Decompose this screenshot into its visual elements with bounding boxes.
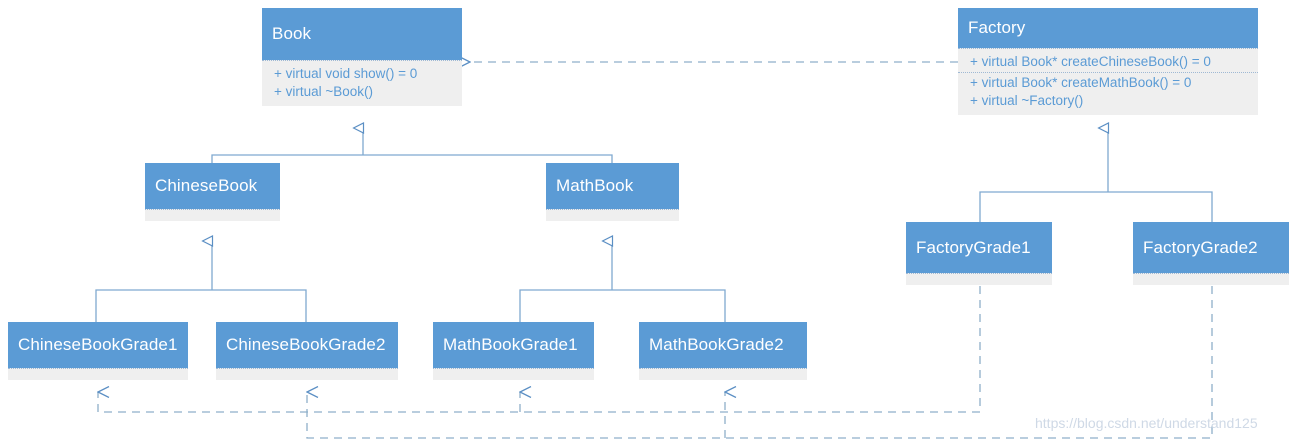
class-name-label: ChineseBookGrade2 [226,335,386,354]
class-name-label: ChineseBookGrade1 [18,335,178,354]
watermark: https://blog.csdn.net/understand125 [1035,415,1258,431]
class-name-label: MathBook [556,176,634,195]
class-member: + virtual ~Book() [274,84,374,99]
class-name-mathbookgrade2: MathBookGrade2 [639,322,807,368]
class-name-factory: Factory [958,8,1258,48]
class-name-label: FactoryGrade2 [1143,237,1258,257]
class-name-chinesebookgrade1: ChineseBookGrade1 [8,322,188,368]
class-name-factorygrade2: FactoryGrade2 [1133,222,1289,273]
class-name-label: ChineseBook [155,176,258,195]
class-box-factorygrade1[interactable]: FactoryGrade1 [906,222,1052,285]
class-body-mathbookgrade2 [639,368,807,380]
class-box-factorygrade2[interactable]: FactoryGrade2 [1133,222,1289,285]
class-member: + virtual void show() = 0 [274,66,418,81]
class-member: + virtual ~Factory() [970,93,1084,108]
class-body-mathbook [546,209,679,221]
class-name-label: Book [272,24,312,43]
class-name-label: Factory [968,18,1026,37]
class-body-mathbookgrade1 [433,368,594,380]
class-box-mathbookgrade1[interactable]: MathBookGrade1 [433,322,594,380]
class-body-factory: + virtual Book* createChineseBook() = 0 … [958,48,1258,115]
class-body-chinesebookgrade1 [8,368,188,380]
operations-compartment-1: + virtual Book* createChineseBook() = 0 [958,52,1258,72]
class-body-book: + virtual void show() = 0 + virtual ~Boo… [262,60,462,106]
class-box-mathbookgrade2[interactable]: MathBookGrade2 [639,322,807,380]
class-body-chinesebookgrade2 [216,368,398,380]
class-body-factorygrade1 [906,273,1052,285]
class-body-factorygrade2 [1133,273,1289,285]
class-name-chinesebook: ChineseBook [145,163,280,209]
class-name-mathbookgrade1: MathBookGrade1 [433,322,594,368]
class-body-chinesebook [145,209,280,221]
class-name-book: Book [262,8,462,60]
class-box-book[interactable]: Book + virtual void show() = 0 + virtual… [262,8,462,106]
class-box-chinesebookgrade1[interactable]: ChineseBookGrade1 [8,322,188,380]
operations-compartment: + virtual void show() = 0 + virtual ~Boo… [262,64,462,102]
class-name-label: MathBookGrade1 [443,335,578,354]
class-name-label: FactoryGrade1 [916,237,1031,257]
class-member: + virtual Book* createChineseBook() = 0 [970,54,1211,69]
class-box-factory[interactable]: Factory + virtual Book* createChineseBoo… [958,8,1258,115]
class-name-chinesebookgrade2: ChineseBookGrade2 [216,322,398,368]
class-box-chinesebook[interactable]: ChineseBook [145,163,280,221]
operations-compartment-2: + virtual Book* createMathBook() = 0 + v… [958,72,1258,111]
class-box-mathbook[interactable]: MathBook [546,163,679,221]
class-name-mathbook: MathBook [546,163,679,209]
class-name-factorygrade1: FactoryGrade1 [906,222,1052,273]
class-box-chinesebookgrade2[interactable]: ChineseBookGrade2 [216,322,398,380]
class-name-label: MathBookGrade2 [649,335,784,354]
class-member: + virtual Book* createMathBook() = 0 [970,75,1192,90]
